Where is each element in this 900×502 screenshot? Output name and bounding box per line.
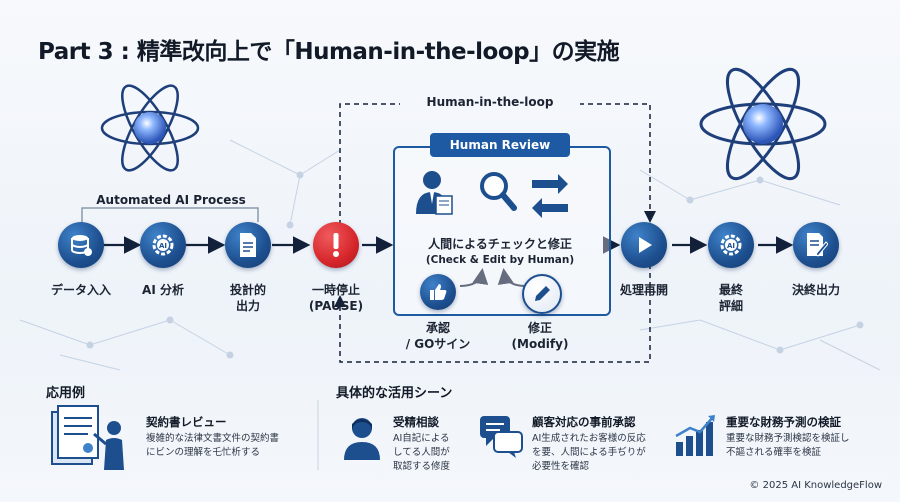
pencil-icon [535,286,550,301]
ai-gear-icon: AI [152,234,174,256]
scenes-title: 具体的な活用シーン [336,386,453,401]
person-icon [344,418,380,460]
alert-icon [333,233,339,257]
human-review-tag: Human Review [430,133,570,157]
network-decoration [19,139,881,371]
svg-text:AI: AI [727,242,735,250]
reviewer-person-icon [416,171,453,215]
ai-gear-icon: AI [720,234,742,256]
loop-path [339,103,656,225]
scene-3-title: 重要な財務予測の検証 [726,415,841,429]
footer-copyright: © 2025 AI KnowledgeFlow [749,480,882,491]
document-icon [240,233,256,257]
play-icon [639,237,652,253]
scene-1-desc: AI自記による してる人間が 取認する修度 [393,433,451,472]
example-item-title: 契約書レビュー [146,415,227,429]
scene-3-desc: 重要な財務予測検認を検証し 不謳される確率を検証 [726,433,850,458]
data-input-node [58,222,104,268]
resume-node [621,222,667,268]
final-output-node [793,222,839,268]
modify-label: 修正 (Modify) [511,321,569,351]
review-sub-label: (Check & Edit by Human) [425,254,575,266]
database-icon [71,235,92,256]
chat-icon [480,416,523,458]
example-item-desc: 複雑的な法律文書文件の契約書 にビンの理解を乇忙析する [146,433,280,458]
pause-node [313,222,359,268]
approve-node [420,274,456,310]
node-label-final-review: 最終 評細 [718,283,743,313]
svg-text:AI: AI [159,242,167,250]
scene-2-desc: AI生成されたお客様の反応 を要、人間による手ぢりが 必要性を確認 [532,433,646,472]
loop-label: Human-in-the-loop [400,94,580,110]
output-node [225,222,271,268]
node-label-output: 投計的 出力 [229,283,266,313]
review-icons [416,171,568,218]
ai-analysis-node: AI [140,222,186,268]
swap-arrows-icon [532,174,568,218]
auto-process-label: Automated AI Process [96,193,246,207]
scene-1-title: 受精相談 [393,415,439,429]
approve-label: 承認 / GOサイン [405,321,471,351]
bar-chart-icon [675,415,715,456]
examples-title: 応用例 [46,386,86,401]
edit-document-icon [807,233,828,257]
node-label-final-output: 決終出力 [791,283,840,297]
node-label-ai-analysis: AI 分析 [142,283,184,297]
atom-icon-right [699,67,827,181]
node-label-pause: 一時停止 (PAUSE) [308,283,364,313]
thumbs-up-icon [430,284,447,300]
scene-2-title: 顧客対応の事前承認 [532,415,636,429]
node-label-data-input: データ入入 [50,283,111,297]
review-main-label: 人間によるチェックと修正 [428,237,572,251]
node-label-resume: 処理再開 [619,283,668,297]
contract-review-icon [51,405,124,470]
magnifier-icon [480,172,517,211]
page-title: Part 3 : 精準改向上で「Human-in-the-loop」の実施 [38,39,620,65]
auto-bracket [81,207,259,222]
modify-node [522,274,562,314]
final-review-node: AI [708,222,754,268]
atom-icon-left [100,84,200,172]
loop-return-path [334,264,651,363]
